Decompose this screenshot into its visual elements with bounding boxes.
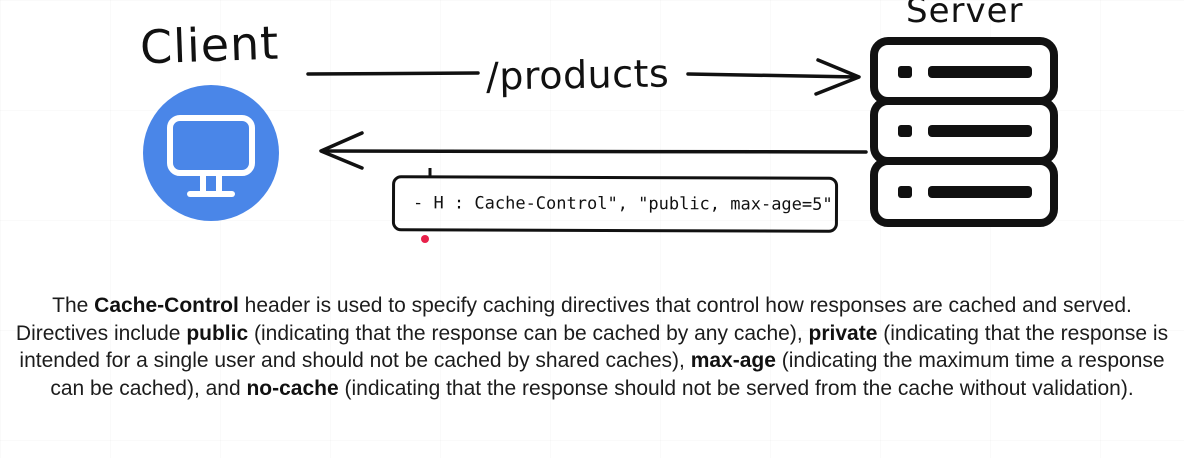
client-label: Client [139, 15, 281, 75]
server-label: Server [906, 0, 1024, 31]
response-header-box: - H : Cache-Control", "public, max-age=5… [391, 175, 839, 233]
cursor-dot [421, 235, 429, 243]
description-text: (indicating that the response can be cac… [248, 321, 809, 345]
term-cache-control: Cache-Control [94, 294, 239, 317]
term-max-age: max-age [690, 349, 776, 372]
request-path-label: /products [485, 51, 670, 99]
description-text: (indicating that the response should not… [338, 376, 1134, 400]
description-text: The [52, 294, 95, 317]
monitor-screen [167, 115, 255, 176]
request-arrow [306, 58, 861, 96]
description-text: header is used to specify caching direct… [15, 294, 1132, 345]
client-circle [143, 85, 279, 221]
description-text: (indicating the maximum time a response … [50, 349, 1165, 400]
description-text: (indicating that the response is intende… [19, 321, 1169, 373]
response-header-text: - H : Cache-Control", "public, max-age=5… [412, 193, 833, 215]
description-paragraph: The Cache-Control header is used to spec… [10, 292, 1174, 402]
monitor-icon [143, 85, 279, 221]
term-private: private [808, 321, 878, 345]
response-arrow [319, 131, 868, 170]
term-no-cache: no-cache [246, 376, 339, 400]
diagram-graphics [143, 37, 1058, 227]
term-public: public [186, 321, 249, 345]
server-rack-icon [870, 37, 1058, 227]
